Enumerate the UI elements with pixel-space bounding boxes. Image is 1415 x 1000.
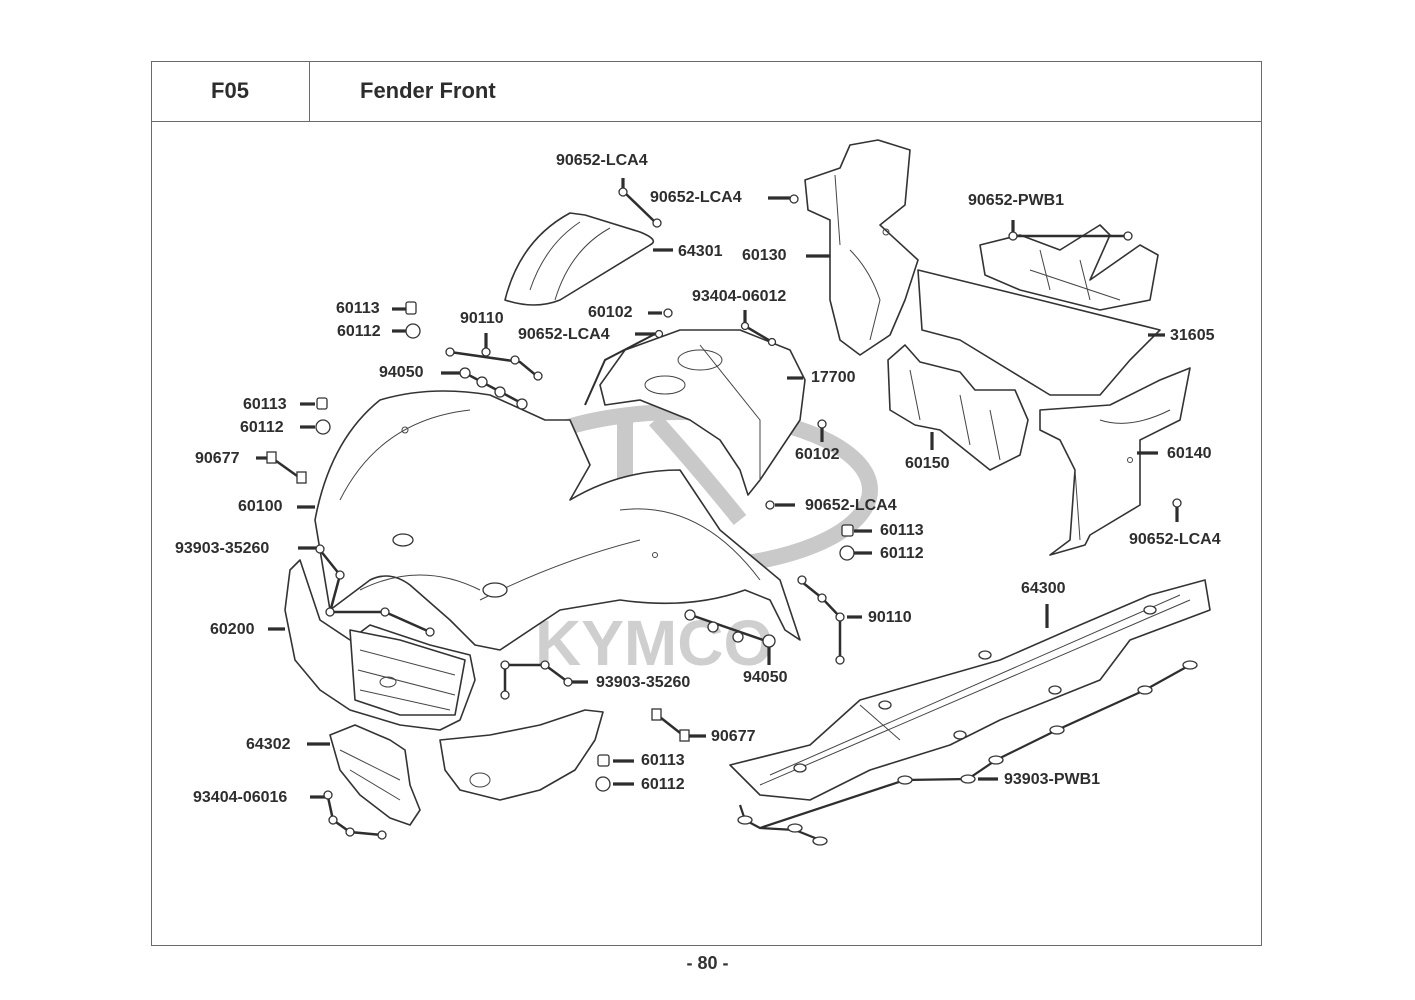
callout-90652-lca4[interactable]: 90652-LCA4: [1129, 531, 1221, 548]
section-title: Fender Front: [310, 61, 1262, 122]
callout-60200[interactable]: 60200: [210, 621, 255, 638]
callout-90652-lca4[interactable]: 90652-LCA4: [556, 152, 648, 169]
callout-93404-06012[interactable]: 93404-06012: [692, 288, 787, 305]
callout-64300[interactable]: 64300: [1021, 580, 1066, 597]
callout-60130[interactable]: 60130: [742, 247, 787, 264]
callout-60100[interactable]: 60100: [238, 498, 283, 515]
part-31605-tray[interactable]: [917, 224, 1161, 396]
callout-90110[interactable]: 90110: [868, 609, 912, 626]
callout-60150[interactable]: 60150: [905, 455, 950, 472]
part-60150-inner-panel[interactable]: [887, 344, 1029, 471]
callout-60113[interactable]: 60113: [641, 752, 685, 769]
callout-17700[interactable]: 17700: [811, 369, 856, 386]
callout-60102[interactable]: 60102: [588, 304, 633, 321]
part-60130-side-panel[interactable]: [804, 139, 919, 356]
callout-60112[interactable]: 60112: [337, 323, 381, 340]
callout-60113[interactable]: 60113: [880, 522, 924, 539]
callout-90652-lca4[interactable]: 90652-LCA4: [650, 189, 742, 206]
section-code: F05: [151, 61, 310, 122]
callout-60112[interactable]: 60112: [641, 776, 685, 793]
leader-lines: [256, 178, 1198, 846]
callout-31605[interactable]: 31605: [1170, 327, 1215, 344]
part-lower-front-guard[interactable]: [439, 709, 604, 801]
diagram-frame: [151, 61, 1262, 946]
callout-90652-pwb1[interactable]: 90652-PWB1: [968, 192, 1065, 209]
part-60200-front-bumper[interactable]: [284, 559, 476, 731]
callout-90677[interactable]: 90677: [711, 728, 756, 745]
callout-93903-35260[interactable]: 93903-35260: [596, 674, 691, 691]
callout-60140[interactable]: 60140: [1167, 445, 1212, 462]
part-60100-front-fender[interactable]: [314, 390, 801, 651]
callout-94050[interactable]: 94050: [743, 669, 788, 686]
callout-93903-pwb1[interactable]: 93903-PWB1: [1004, 771, 1101, 788]
callout-64302[interactable]: 64302: [246, 736, 291, 753]
callout-90110[interactable]: 90110: [460, 310, 504, 327]
callout-90652-lca4[interactable]: 90652-LCA4: [518, 326, 610, 343]
callout-60112[interactable]: 60112: [240, 419, 284, 436]
callout-90652-lca4[interactable]: 90652-LCA4: [805, 497, 897, 514]
part-64300-under-guard[interactable]: [729, 579, 1211, 801]
page-number: - 80 -: [686, 953, 729, 973]
callout-60113[interactable]: 60113: [336, 300, 380, 317]
callout-60102[interactable]: 60102: [795, 446, 840, 463]
callout-60113[interactable]: 60113: [243, 396, 287, 413]
callout-64301[interactable]: 64301: [678, 243, 723, 260]
callout-94050[interactable]: 94050: [379, 364, 424, 381]
part-60140-side-panel[interactable]: [1039, 367, 1191, 556]
callout-93404-06016[interactable]: 93404-06016: [193, 789, 288, 806]
part-64302-skid-guard[interactable]: [329, 724, 421, 826]
watermark-text: KYMCO: [535, 607, 773, 679]
callout-90677[interactable]: 90677: [195, 450, 240, 467]
part-64301-visor[interactable]: [504, 212, 655, 306]
part-17700-center-panel[interactable]: [599, 329, 806, 496]
callout-93903-35260[interactable]: 93903-35260: [175, 540, 270, 557]
callout-60112[interactable]: 60112: [880, 545, 924, 562]
